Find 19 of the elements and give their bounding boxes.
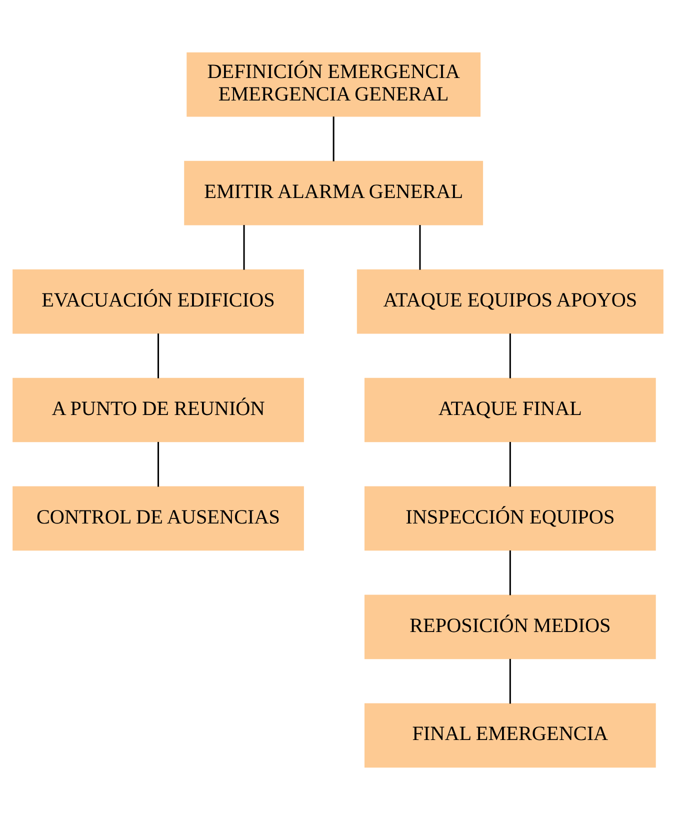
node-box: ATAQUE EQUIPOS APOYOS	[356, 269, 664, 334]
node-box: DEFINICIÓN EMERGENCIA EMERGENCIA GENERAL	[186, 52, 481, 117]
connector	[509, 442, 511, 487]
connector	[419, 225, 421, 270]
connector	[509, 334, 511, 378]
node-box: REPOSICIÓN MEDIOS	[364, 594, 656, 660]
node-box: FINAL EMERGENCIA	[364, 703, 656, 768]
connector	[509, 658, 511, 704]
node-box: CONTROL DE AUSENCIAS	[12, 486, 304, 551]
connector	[158, 334, 160, 378]
node-box: INSPECCIÓN EQUIPOS	[364, 486, 656, 551]
node-box: EMITIR ALARMA GENERAL	[184, 160, 484, 226]
node-box: ATAQUE FINAL	[364, 378, 656, 442]
connector	[509, 550, 511, 596]
connector	[158, 442, 160, 487]
connector	[243, 225, 245, 270]
connector	[332, 116, 334, 162]
node-box: A PUNTO DE REUNIÓN	[12, 378, 304, 442]
node-box: EVACUACIÓN EDIFICIOS	[12, 269, 304, 334]
